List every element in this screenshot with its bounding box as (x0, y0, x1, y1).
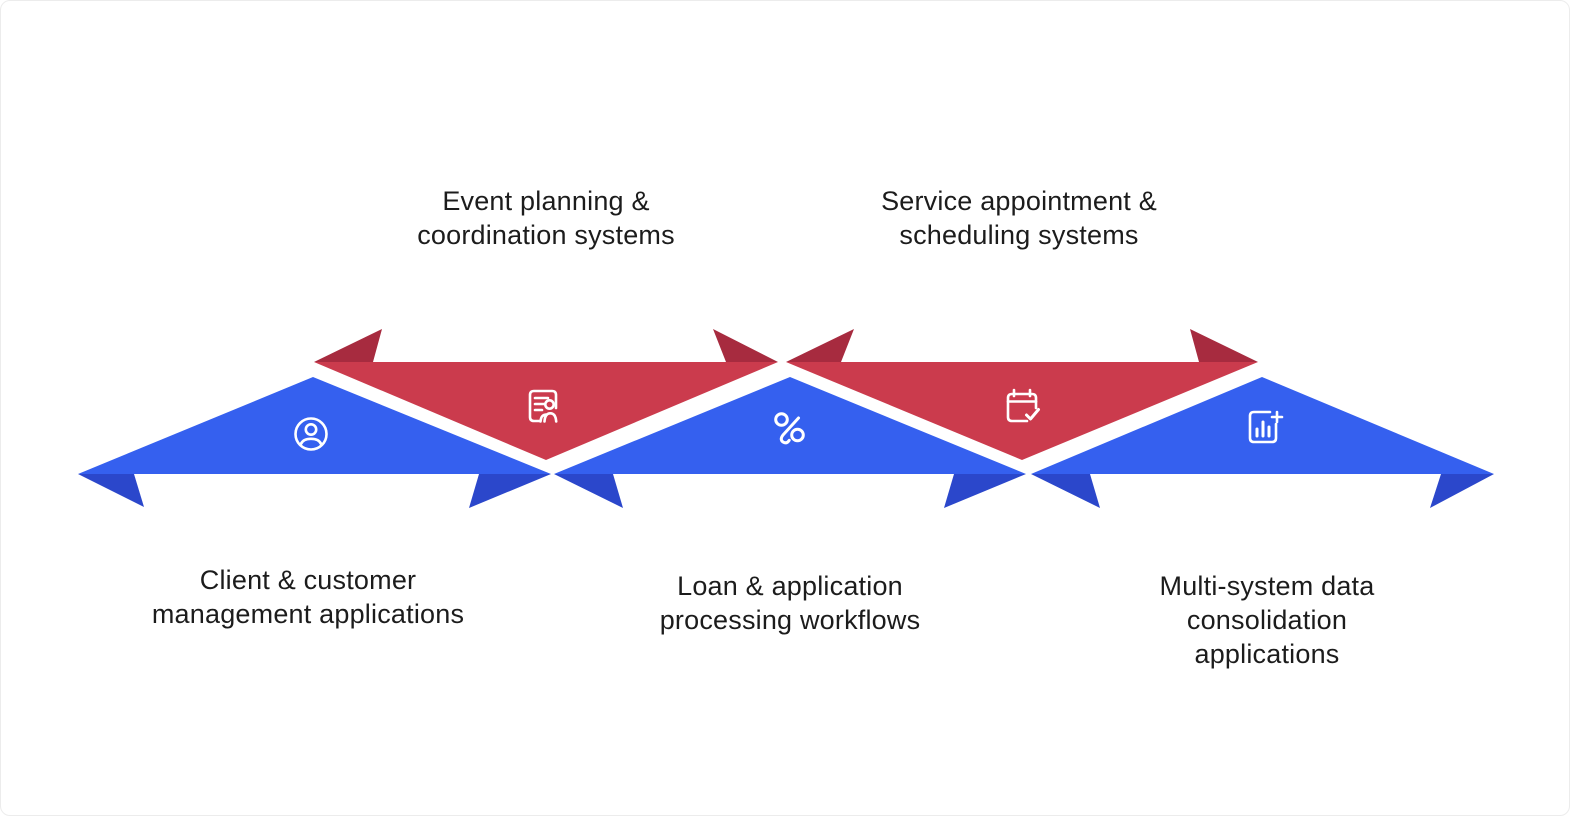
triangle-event-planning (314, 362, 778, 460)
fold-junction1-right (554, 474, 623, 508)
fold-junction2-left (944, 474, 1026, 508)
label-loan-processing: Loan & application processing workflows (659, 571, 921, 635)
triangle-data-consolidation (1031, 377, 1494, 474)
calendar-check-icon (1006, 388, 1040, 423)
chart-add-icon (1248, 410, 1284, 444)
label-event-planning: Event planning & coordination systems (417, 186, 675, 250)
triangle-loan-processing (554, 377, 1026, 474)
triangle-client-management (78, 377, 551, 474)
blue-ribbon-folds (78, 474, 1494, 508)
label-data-consolidation: Multi-system data consolidation applicat… (1159, 571, 1375, 669)
label-client-management: Client & customer management application… (151, 565, 465, 629)
triangle-service-appointment (786, 362, 1258, 460)
fold-red1-right (713, 329, 778, 362)
red-ribbon-folds (314, 329, 1258, 362)
fold-red2-left (786, 329, 854, 362)
workflow-icon (774, 412, 805, 445)
fold-red2-right (1190, 329, 1258, 362)
fold-left-end (78, 474, 144, 507)
contact-form-icon (528, 389, 558, 423)
fold-red1-left (314, 329, 382, 362)
fold-junction2-right (1031, 474, 1100, 508)
label-service-appointment: Service appointment & scheduling systems (881, 186, 1157, 250)
fold-junction1-left (469, 474, 551, 508)
user-circle-icon (294, 417, 328, 451)
fold-right-end (1430, 474, 1494, 508)
